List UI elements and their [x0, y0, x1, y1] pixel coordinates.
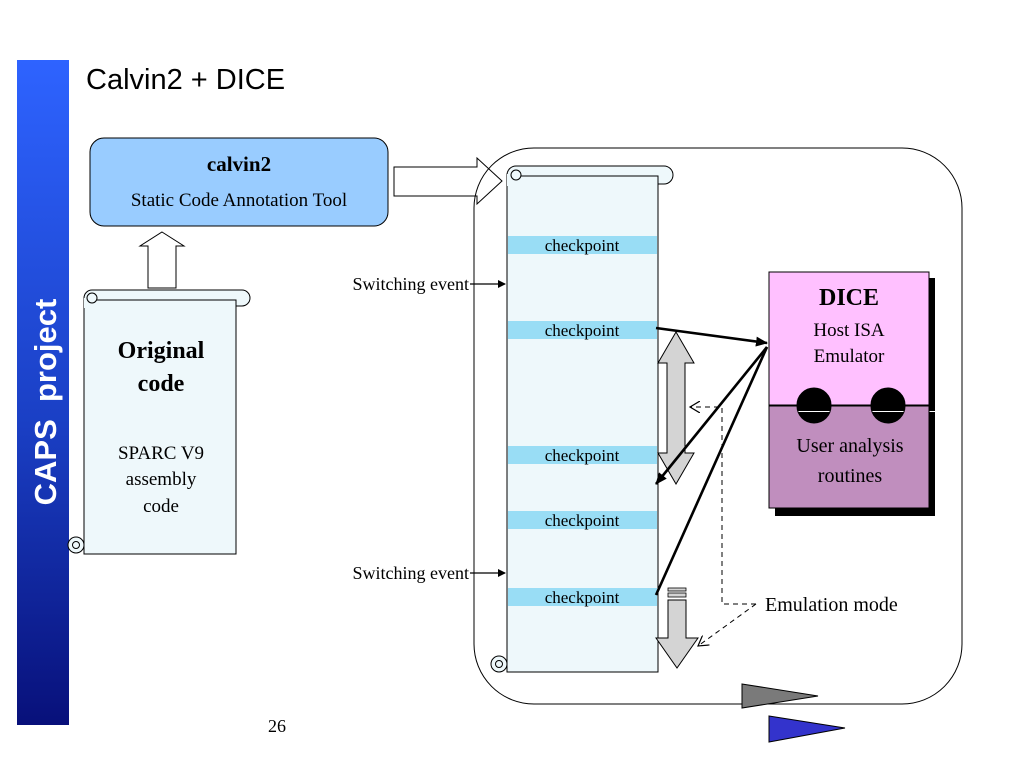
dice-line-1: Host ISA	[813, 320, 885, 341]
sidebar-label: CAPS project	[28, 299, 63, 506]
checkpoint-label: checkpoint	[545, 321, 620, 340]
switching-event-label: Switching event	[353, 563, 469, 583]
page-number: 26	[268, 716, 286, 736]
calvin2-subtitle: Static Code Annotation Tool	[131, 190, 347, 211]
emulation-mode-label: Emulation mode	[765, 594, 898, 616]
switching-event-label: Switching event	[353, 274, 469, 294]
checkpoint-4: checkpoint	[508, 511, 657, 530]
original-code-desc-3: code	[143, 496, 179, 517]
dice-box: DICE Host ISA Emulator	[768, 271, 935, 411]
emulation-mode-callout: Emulation mode	[690, 407, 898, 646]
checkpoint-label: checkpoint	[545, 588, 620, 607]
switching-event-2: Switching event	[353, 563, 506, 583]
original-code-desc-2: assembly	[126, 469, 197, 490]
original-code-title-2: code	[138, 371, 185, 397]
checkpoint-label: checkpoint	[545, 236, 620, 255]
original-code-desc-1: SPARC V9	[118, 443, 204, 464]
original-code-scroll: Original code SPARC V9 assembly code	[67, 289, 251, 555]
checkpoint-to-dice-arrow	[655, 326, 768, 347]
double-arrow-icon	[657, 331, 695, 485]
user-routines-line-2: routines	[818, 465, 883, 487]
checkpoint-5: checkpoint	[508, 588, 657, 607]
switching-event-1: Switching event	[353, 274, 506, 294]
checkpoint-to-dice-arrow-2	[654, 346, 769, 596]
checkpoint-label: checkpoint	[545, 446, 620, 465]
sidebar: CAPS project	[17, 60, 69, 725]
nav-forward-blue-icon[interactable]	[768, 715, 846, 743]
system-container	[473, 147, 963, 705]
calvin2-title: calvin2	[207, 152, 271, 176]
dice-to-checkpoint-arrow	[654, 346, 769, 485]
slide-title: Calvin2 + DICE	[86, 64, 285, 96]
dice-title: DICE	[819, 285, 879, 311]
right-arrow-icon	[393, 156, 503, 206]
up-arrow-icon	[138, 231, 186, 289]
original-code-title-1: Original	[118, 338, 205, 364]
calvin2-box: calvin2 Static Code Annotation Tool	[89, 137, 389, 227]
checkpoint-3: checkpoint	[508, 446, 657, 465]
checkpoint-label: checkpoint	[545, 511, 620, 530]
checkpoint-1: checkpoint	[508, 236, 657, 255]
down-arrow-icon	[655, 587, 699, 669]
user-routines-box: User analysis routines	[768, 405, 935, 516]
nav-forward-gray-icon[interactable]	[741, 683, 819, 709]
checkpoint-2: checkpoint	[508, 321, 657, 340]
dice-line-2: Emulator	[814, 346, 885, 367]
user-routines-line-1: User analysis	[796, 435, 903, 457]
